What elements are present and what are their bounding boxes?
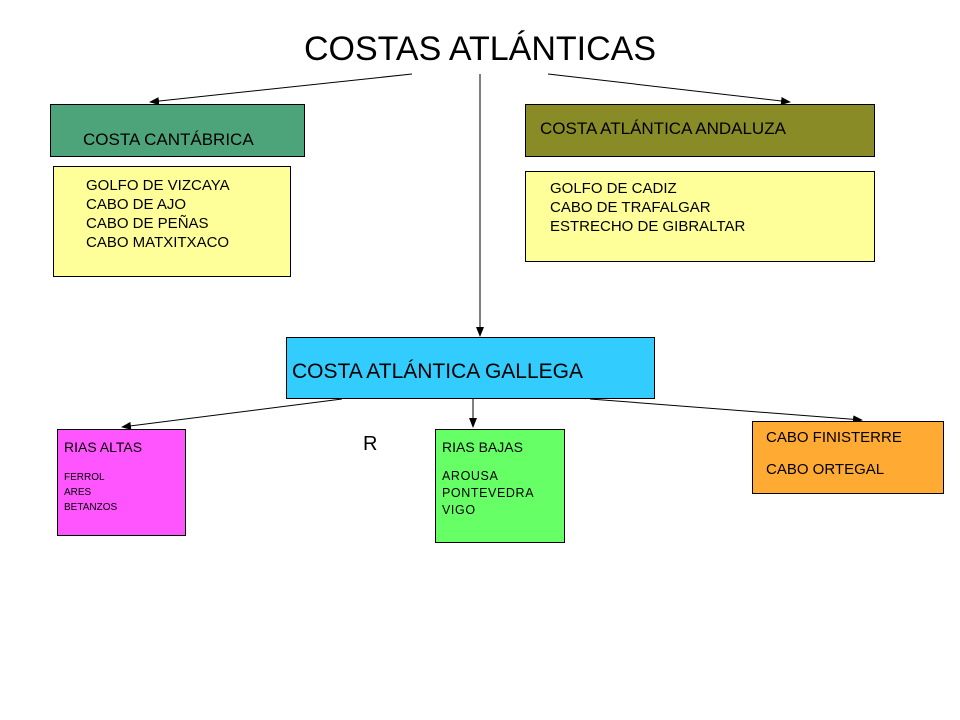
rias-altas-box: RIAS ALTAS FERROL ARES BETANZOS xyxy=(57,429,186,536)
costa-andaluza-box: COSTA ATLÁNTICA ANDALUZA xyxy=(525,104,875,157)
costa-andaluza-heading: COSTA ATLÁNTICA ANDALUZA xyxy=(540,119,786,138)
list-item: FERROL xyxy=(64,472,105,483)
rias-bajas-heading: RIAS BAJAS xyxy=(442,439,523,455)
cabos-box: CABO FINISTERRE CABO ORTEGAL xyxy=(752,421,944,494)
list-item: ESTRECHO DE GIBRALTAR xyxy=(550,218,746,235)
list-item: CABO DE PEÑAS xyxy=(86,215,209,232)
stray-label: R xyxy=(363,433,378,455)
list-item: BETANZOS xyxy=(64,502,118,513)
list-item: ARES xyxy=(64,487,92,498)
costa-gallega-heading: COSTA ATLÁNTICA GALLEGA xyxy=(292,360,583,383)
list-item: AROUSA xyxy=(442,469,499,483)
list-item: CABO MATXITXACO xyxy=(86,234,230,251)
list-item: CABO DE AJO xyxy=(86,196,187,213)
arrow-to-cabos xyxy=(589,398,863,424)
rias-bajas-box: RIAS BAJAS AROUSA PONTEVEDRA VIGO xyxy=(435,429,565,543)
costa-cantabrica-heading: COSTA CANTÁBRICA xyxy=(83,130,254,149)
list-item: PONTEVEDRA xyxy=(442,486,535,500)
list-item: VIGO xyxy=(442,503,476,517)
arrow-to-rias-altas xyxy=(121,398,343,430)
list-item: GOLFO DE VIZCAYA xyxy=(86,177,230,194)
arrow-to-cantabrica xyxy=(149,73,413,106)
costa-andaluza-list: GOLFO DE CADIZ CABO DE TRAFALGAR ESTRECH… xyxy=(525,171,875,262)
list-item: CABO FINISTERRE xyxy=(766,429,902,446)
costa-cantabrica-box: COSTA CANTÁBRICA xyxy=(50,104,305,157)
list-item: CABO ORTEGAL xyxy=(766,461,885,478)
arrow-to-andaluza xyxy=(547,73,791,105)
list-item: GOLFO DE CADIZ xyxy=(550,180,677,197)
rias-altas-heading: RIAS ALTAS xyxy=(64,439,143,455)
costa-cantabrica-list: GOLFO DE VIZCAYA CABO DE AJO CABO DE PEÑ… xyxy=(53,166,291,277)
diagram-title: COSTAS ATLÁNTICAS xyxy=(303,30,657,68)
list-item: CABO DE TRAFALGAR xyxy=(550,199,711,216)
costa-gallega-box: COSTA ATLÁNTICA GALLEGA xyxy=(286,337,655,399)
